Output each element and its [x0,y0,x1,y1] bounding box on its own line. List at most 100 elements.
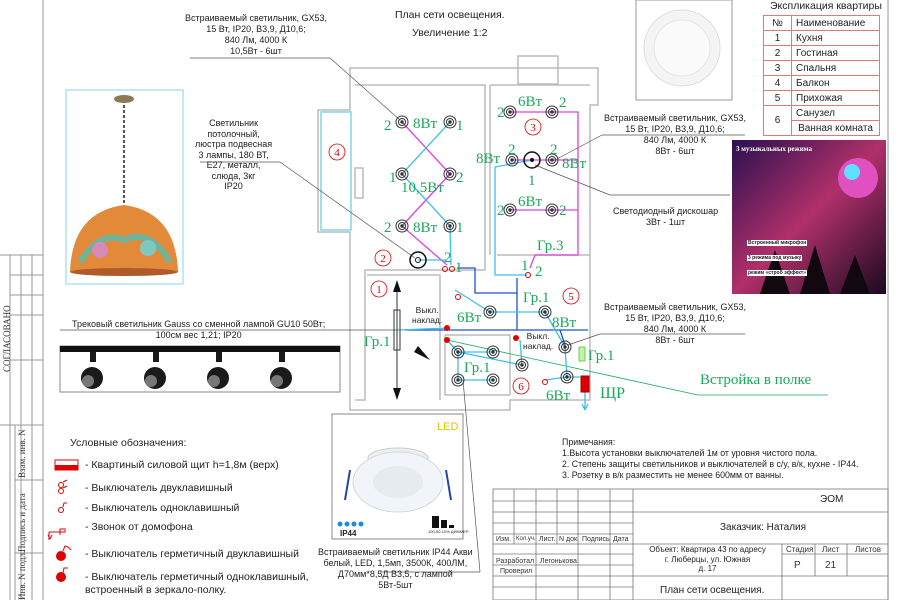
tb-stage-header: Стадия [786,545,814,554]
power-label: 6Вт [518,94,543,110]
disco-feature: Встроенный микрофон [747,240,808,246]
switch-label: Выкл.наклад. [523,331,554,351]
power-label: 8Вт [552,315,577,331]
note-item: 3. Розетку в в/к разместить не менее 600… [562,470,784,480]
notes-title: Примечания: [562,437,616,447]
disco-feature: режим «строб эффект» [747,270,808,276]
power-label: 6Вт [546,388,571,404]
recessed-light-icon [548,108,556,116]
recessed-light-icon [451,373,465,387]
key-number: 1 [521,258,529,274]
key-number: 1 [389,170,397,186]
tb-sheet-title: План сети освещения. [660,585,765,596]
disco-title: 3 музыкальных режима [736,145,812,153]
page-title: План сети освещения. Увеличение 1:2 [395,8,505,40]
recessed-light-icon [548,156,556,164]
tb-sheets-header: Листов [855,545,881,554]
recessed-light-icon [486,308,494,316]
recessed-light-icon [560,370,574,384]
tb-sheet-header: Лист [822,545,840,554]
key-number: 2 [384,220,392,236]
tb-stage: Р [794,560,801,571]
walls [317,55,599,411]
recessed-light-icon [548,206,556,214]
note-item: 1.Высота установки выключателей 1м от ур… [562,448,818,458]
recessed-light-icon [558,340,572,354]
callout-track: Трековый светильник Gauss со сменной лам… [72,319,326,340]
room-number: 6 [518,381,524,393]
room-number: 1 [376,284,382,296]
scale-text: Увеличение 1:2 [412,27,488,39]
chandelier-symbol [409,251,427,269]
key-number: 1 [456,118,464,134]
legend-item-double-switch: - Выключатель двуклавишный [85,482,233,494]
notes: Примечания: 1.Высота установки выключате… [562,437,858,481]
recessed-light-icon [545,203,559,217]
recessed-light-icon [563,373,571,381]
legend-item-sealed-single: - Выключатель герметичный одноклавишный, [85,571,309,583]
legend-item-sealed-double: - Выключатель герметичный двуклавишный [85,548,299,560]
group-label: Гр.1 [588,348,614,364]
note-item: 2. Степень защиты светильников и выключа… [562,459,859,469]
recessed-light-icon [443,219,457,233]
recessed-light-icon [443,115,457,129]
legend-item-doorbell: - Звонок от домофона [85,521,193,533]
recessed-light-icon [446,170,454,178]
recessed-light-icon [454,376,462,384]
tb-col: Подпись [582,536,610,543]
recessed-light-icon [503,203,517,217]
power-label: 6Вт [457,310,482,326]
recessed-light-icon [489,376,497,384]
title-text: План сети освещения. [395,9,505,21]
round-light-image [635,0,733,101]
shelf-label: Встройка в полке [700,372,812,388]
recessed-light-icon [506,206,514,214]
recessed-light-icon [508,156,516,164]
power-label: 8Вт [562,156,587,172]
callout-gx53-hall: Встраиваемый светильник, GX53,15 Вт, IP2… [604,302,746,345]
legend-title: Условные обозначения: [70,437,187,449]
legend-item-sealed-single-cont: встроенный в зеркало-полку. [85,584,227,596]
key-number: 2 [559,203,567,219]
recessed-light-icon [398,118,406,126]
key-number: 2 [497,105,505,121]
recessed-light-icon [545,105,559,119]
power-label: 8Вт [413,220,438,236]
recessed-light-icon [489,348,497,356]
legend-item-panel: - Квартиный силовой щит h=1,8м (верх) [85,459,279,471]
key-number: 2 [456,170,464,186]
recessed-light-icon [486,345,500,359]
panel-symbol [580,375,590,393]
key-number: 1 [528,173,536,189]
power-label: 8Вт [413,116,438,132]
key-number: 2 [497,203,505,219]
group-label: Гр.3 [537,238,563,254]
track-light-image [59,345,341,393]
disco-image [732,140,886,294]
ip44-dimmer: 100-50-10% ДИММЕР [428,529,469,534]
track-light-symbol [393,280,430,400]
group-label: Гр.1 [364,334,390,350]
recessed-light-icon [454,348,462,356]
recessed-light-icon [505,153,519,167]
room-number: 3 [530,122,536,134]
key-number: 1 [456,220,464,236]
tb-col: Изм. [496,536,511,543]
disco-feature: 3 режима под музыку [747,255,803,261]
key-number: 2 [444,250,452,266]
callout-gx53-bedroom: Встраиваемый светильник, GX53,15 Вт, IP2… [604,113,746,156]
room-number: 2 [380,253,386,265]
tb-checked: Проверил [500,568,533,575]
power-label: 10,5Вт [401,180,444,196]
recessed-light-icon [395,219,409,233]
